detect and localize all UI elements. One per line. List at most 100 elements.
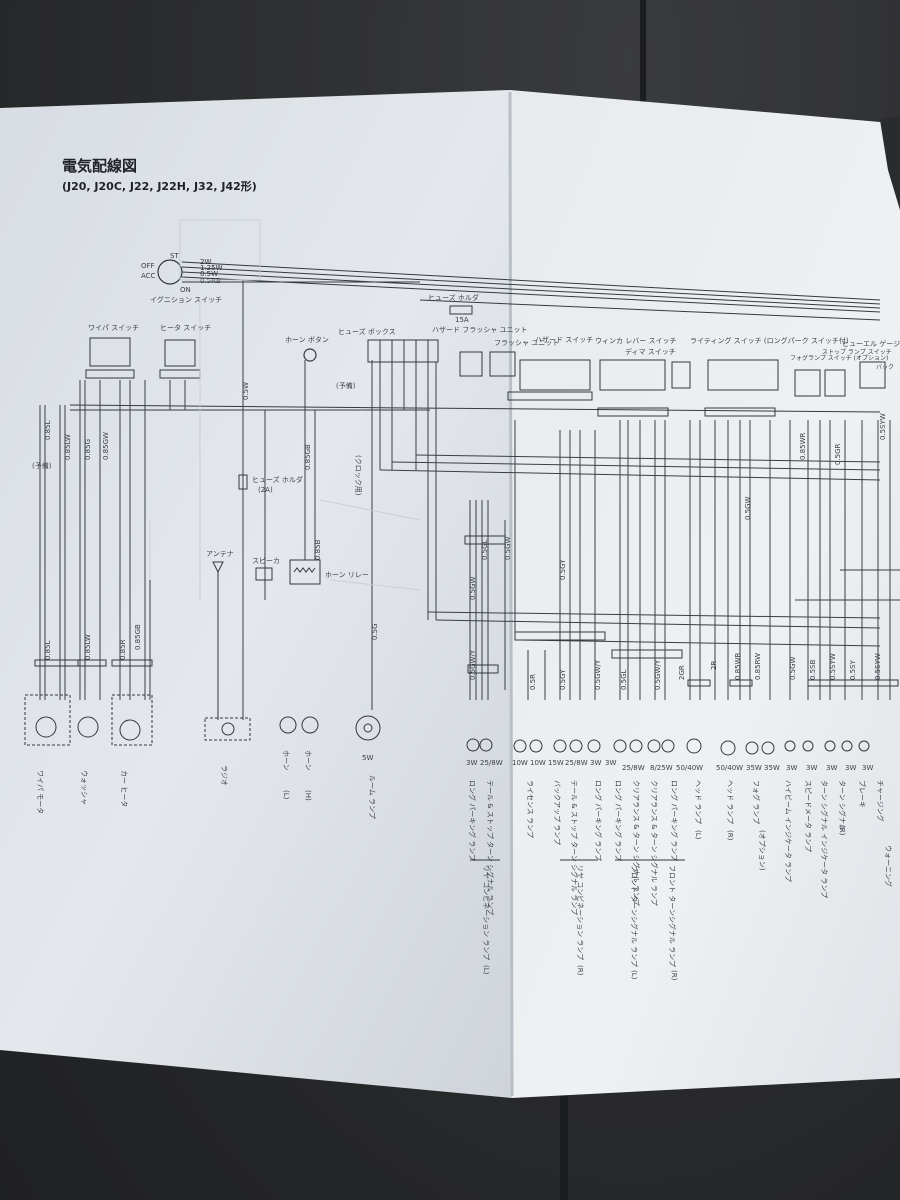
- svg-text:0.5GY: 0.5GY: [559, 559, 567, 580]
- svg-text:ST: ST: [170, 252, 179, 260]
- svg-text:25/8W: 25/8W: [565, 759, 588, 767]
- fuse-holder-2a-label: ヒューズ ホルダ: [252, 475, 303, 484]
- svg-text:35W: 35W: [746, 764, 762, 772]
- long-parking-r-label: ロング パーキング ランプ: [594, 780, 603, 861]
- svg-text:(H): (H): [304, 790, 312, 801]
- charging-label: チャージング: [876, 780, 885, 822]
- svg-text:0.85G: 0.85G: [84, 439, 92, 460]
- fuse-box: ヒューズ ボックス: [338, 327, 439, 363]
- horn-relay-label: ホーン リレー: [325, 571, 369, 579]
- rear-combination-r-label: リヤ コンビネーション ランプ: [576, 865, 585, 960]
- seat-seam: [640, 0, 646, 120]
- winker-lever-label: ウィンカ レバー スイッチ: [595, 337, 676, 345]
- svg-text:3W: 3W: [466, 759, 477, 767]
- rear-combination-l-label: リヤ コンビネーション ランプ: [482, 865, 491, 960]
- long-parking-front-label: ロング パーキング ランプ: [614, 780, 623, 861]
- svg-text:35W: 35W: [764, 764, 780, 772]
- svg-text:(R): (R): [576, 965, 584, 976]
- rear-long-parking-label: ロング パーキング ランプ: [468, 780, 477, 861]
- lamp-bulbs: [466, 738, 870, 756]
- wiper-motor: [24, 694, 71, 746]
- svg-text:0.5GW: 0.5GW: [789, 656, 797, 680]
- seat-edge: [880, 116, 900, 210]
- fuse-holder-top-label: ヒューズ ホルダ: [428, 293, 479, 302]
- fuse-box-label: ヒューズ ボックス: [338, 327, 396, 336]
- room-lamp: 5W: [355, 715, 381, 762]
- wiper-switch-label: ワイパ スイッチ: [88, 324, 139, 332]
- svg-text:3W: 3W: [862, 764, 873, 772]
- long-parking-front-r-label: ロング パーキング ランプ: [670, 780, 679, 861]
- turn-signal-r-label: ターン シグナル: [838, 780, 847, 831]
- svg-text:0.5G: 0.5G: [371, 623, 379, 640]
- clearance-turn-l-label: クリアランス & ターン シグナル ランプ: [632, 780, 641, 906]
- room-lamp-label: ルーム ランプ: [368, 775, 376, 819]
- spare-label: (予備): [336, 381, 356, 390]
- svg-text:(R): (R): [838, 825, 846, 836]
- svg-text:0.85GB: 0.85GB: [304, 444, 312, 470]
- svg-text:3W: 3W: [590, 759, 601, 767]
- svg-text:0.5GL: 0.5GL: [481, 539, 489, 560]
- svg-text:3W: 3W: [786, 764, 797, 772]
- diagram-title: 電気配線図: [62, 157, 137, 175]
- svg-text:OFF: OFF: [141, 262, 155, 270]
- horn-h-label: ホーン: [304, 750, 312, 771]
- svg-text:(オプション): (オプション): [758, 830, 766, 871]
- speedometer-lamp-label: スピードメータ ランプ: [804, 780, 813, 852]
- svg-text:(L): (L): [630, 970, 638, 980]
- svg-text:0.85L: 0.85L: [44, 420, 52, 440]
- bus-lines: [69, 261, 881, 413]
- horn-relay: ホーン リレー: [289, 559, 369, 585]
- svg-text:0.5SYW: 0.5SYW: [874, 653, 882, 680]
- brake-label: ブレーキ: [858, 780, 867, 808]
- print-through: [149, 219, 421, 600]
- lighting-switch-label: ライティング スイッチ (ロングパーク スイッチ付): [690, 336, 849, 345]
- hazard-flasher-label: ハザード フラッシャ ユニット: [432, 326, 527, 334]
- svg-text:10W: 10W: [530, 759, 546, 767]
- fuel-gauge-label: ヒューエル ゲージ ユニット: [842, 339, 900, 348]
- svg-text:0.85RW: 0.85RW: [754, 653, 762, 680]
- svg-text:0.5W: 0.5W: [242, 382, 250, 400]
- svg-text:0.5GW: 0.5GW: [504, 536, 512, 560]
- svg-text:0.85B: 0.85B: [314, 539, 322, 560]
- left-connector-bars: [34, 659, 153, 667]
- svg-text:0.85LW: 0.85LW: [84, 634, 92, 660]
- svg-text:0.85LW: 0.85LW: [64, 434, 72, 460]
- right-page: [510, 90, 900, 1098]
- antenna: アンテナ: [206, 550, 234, 720]
- back-label: バック: [876, 364, 894, 371]
- fog-lamp-label: フォグ ランプ: [752, 780, 761, 824]
- antenna-label: アンテナ: [206, 550, 234, 558]
- seat-seam: [560, 1080, 568, 1200]
- svg-text:2GR: 2GR: [678, 665, 686, 680]
- svg-text:0.5GW: 0.5GW: [469, 576, 477, 600]
- high-beam-indicator-label: ハイビーム インジケータ ランプ: [784, 780, 793, 882]
- horn-h: [301, 716, 319, 734]
- turn-indicator-label: ターン シグナル インジケータ ランプ: [820, 780, 829, 898]
- svg-text:0.5SYW: 0.5SYW: [829, 653, 837, 680]
- svg-text:2R: 2R: [710, 661, 718, 670]
- svg-text:0.5RB: 0.5RB: [200, 277, 221, 285]
- radio-label: ラジオ: [220, 765, 228, 786]
- speaker: スピーカ: [252, 557, 280, 581]
- page-gutter: [508, 91, 514, 1097]
- radio: [204, 717, 251, 741]
- svg-text:0.5SYW: 0.5SYW: [879, 413, 887, 440]
- heater-switch-label: ヒータ スイッチ: [160, 323, 211, 332]
- svg-text:50/40W: 50/40W: [676, 764, 703, 772]
- svg-text:3W: 3W: [826, 764, 837, 772]
- svg-text:(2A): (2A): [258, 486, 273, 494]
- svg-text:(R): (R): [670, 970, 678, 981]
- svg-text:0.5GY: 0.5GY: [559, 669, 567, 690]
- svg-text:15A: 15A: [455, 316, 469, 324]
- svg-text:3W: 3W: [845, 764, 856, 772]
- fuse-holder-2a: ヒューズ ホルダ (2A): [238, 474, 303, 494]
- stop-lamp-switch-label: ストップ ランプ スイッチ: [822, 349, 892, 356]
- svg-text:50/40W: 50/40W: [716, 764, 743, 772]
- head-lamp-l-label: ヘッド ランプ: [694, 780, 702, 824]
- speaker-label: スピーカ: [252, 557, 280, 565]
- svg-text:(L): (L): [694, 830, 702, 840]
- car-heater: [111, 694, 153, 746]
- svg-text:8/25W: 8/25W: [650, 764, 673, 772]
- ignition-switch-label: イグニション スイッチ: [150, 295, 222, 304]
